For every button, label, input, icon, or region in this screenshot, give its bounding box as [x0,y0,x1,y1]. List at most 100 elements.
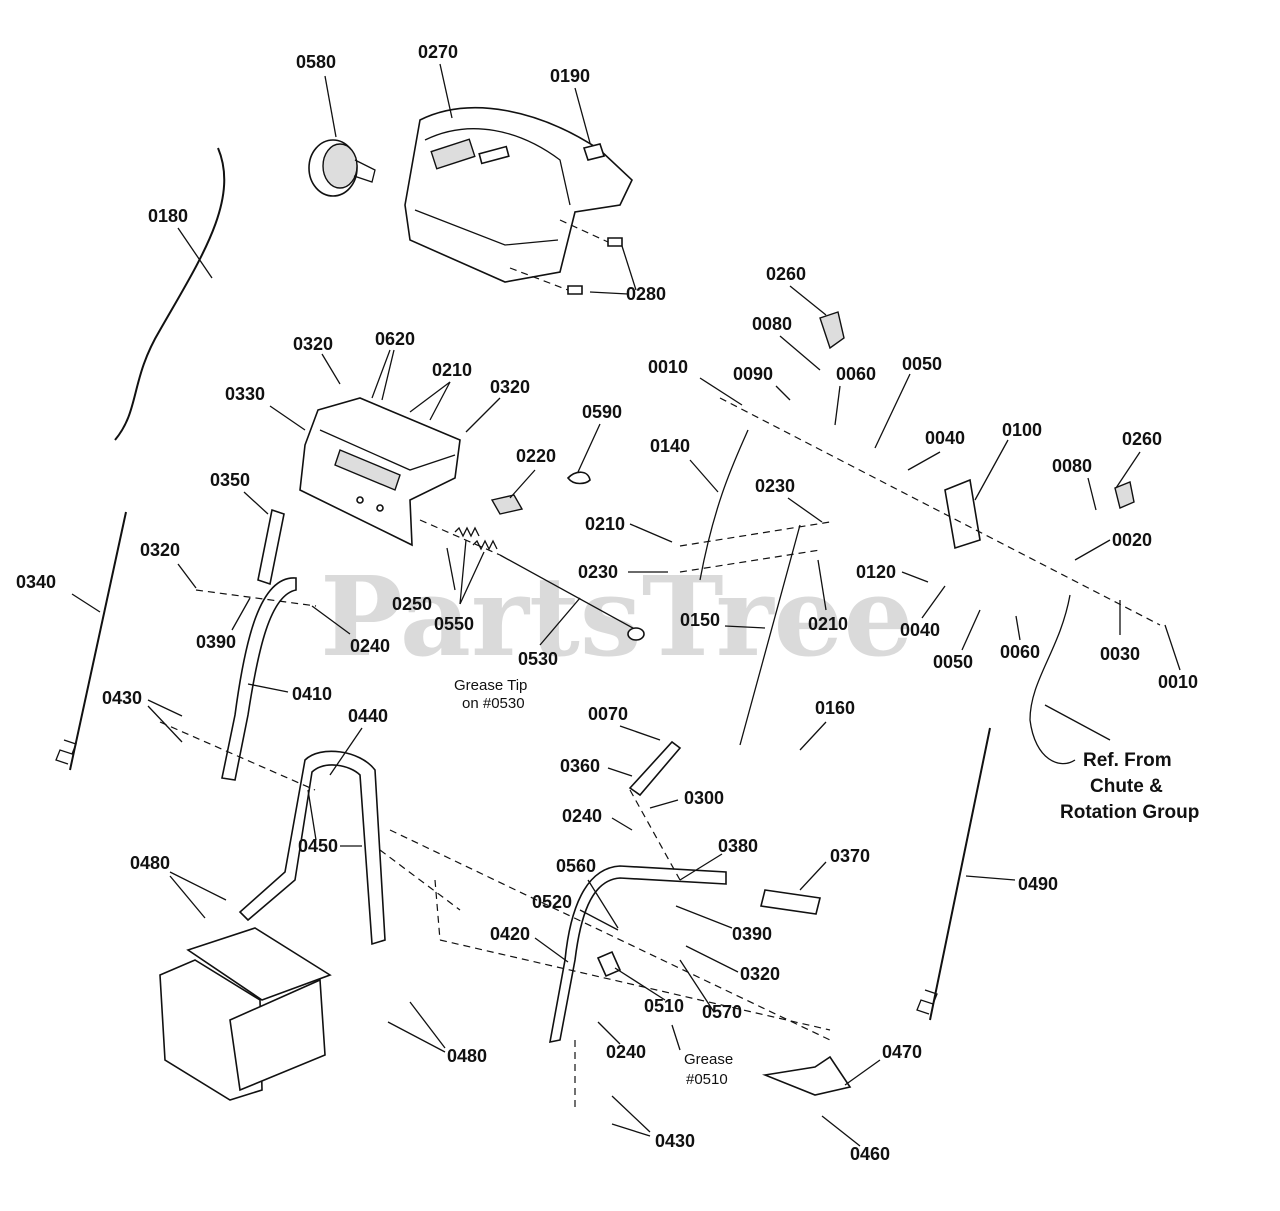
callout-0590: 0590 [582,402,622,422]
axis-upper-right [719,397,1161,626]
callout-0090: 0090 [733,364,773,384]
callout-0430-lower: 0430 [655,1131,695,1151]
callout-0620: 0620 [375,329,415,349]
callout-0160: 0160 [815,698,855,718]
part-lower-handle [238,750,386,946]
callout-0370: 0370 [830,846,870,866]
part-springs [454,526,498,551]
callout-0250: 0250 [392,594,432,614]
callout-0010-right: 0010 [1158,672,1198,692]
callout-0300: 0300 [684,788,724,808]
part-mounting-plates [159,927,332,1101]
callout-0240-mid: 0240 [562,806,602,826]
part-handle-right [549,865,727,1044]
part-cable-ref [1029,594,1076,765]
callout-0280: 0280 [626,284,666,304]
callout-0140: 0140 [650,436,690,456]
note-ref-1: Ref. From [1083,750,1172,771]
callout-0210-c: 0210 [808,614,848,634]
callout-0380: 0380 [718,836,758,856]
callout-0550: 0550 [434,614,474,634]
part-grip-0370 [760,889,821,915]
callout-0530: 0530 [518,649,558,669]
part-cable-0340 [55,511,127,771]
callout-0340: 0340 [16,572,56,592]
callout-0050-lower: 0050 [933,652,973,672]
part-0510 [596,950,622,978]
callout-0080-right: 0080 [1052,456,1092,476]
notes: Grease Tip on #0530 Grease #0510 Ref. Fr… [454,677,1199,1088]
callout-0450: 0450 [298,836,338,856]
callout-0240-left: 0240 [350,636,390,656]
callout-0490: 0490 [1018,874,1058,894]
callout-0010-upper: 0010 [648,357,688,377]
callout-0100: 0100 [1002,420,1042,440]
part-0470 [762,1055,852,1096]
callout-0210-a: 0210 [432,360,472,380]
callout-0240-lower: 0240 [606,1042,646,1062]
callouts: 0580 0270 0190 0180 0280 0260 0080 0010 … [16,42,1198,1164]
callout-0330: 0330 [225,384,265,404]
callout-0390-right: 0390 [732,924,772,944]
callout-0180: 0180 [148,206,188,226]
callout-0440: 0440 [348,706,388,726]
callout-0230-upper: 0230 [755,476,795,496]
callout-0470: 0470 [882,1042,922,1062]
part-cable-0490 [916,727,991,1021]
callout-0460: 0460 [850,1144,890,1164]
part-screws-0280 [509,219,623,295]
callout-0390-left: 0390 [196,632,236,652]
callout-0320-b: 0320 [490,377,530,397]
callout-0320-a: 0320 [293,334,333,354]
callout-0030: 0030 [1100,644,1140,664]
note-ref-2: Chute & [1090,776,1163,797]
callout-0060-lower: 0060 [1000,642,1040,662]
callout-0230-lower: 0230 [578,562,618,582]
part-lever-0070 [628,740,682,797]
callout-0320-d: 0320 [740,964,780,984]
part-headlight [308,139,376,197]
leader-lines [71,63,1181,1147]
callout-0410: 0410 [292,684,332,704]
callout-0260-upper: 0260 [766,264,806,284]
part-knob-0260b [1114,481,1135,509]
part-0590 [566,471,591,485]
callout-0320-c: 0320 [140,540,180,560]
callout-0350: 0350 [210,470,250,490]
part-grip-0350 [257,508,285,586]
part-rod-0150 [739,524,801,746]
part-shaft [419,519,645,641]
note-grease-2: #0510 [686,1071,728,1088]
callout-0520: 0520 [532,892,572,912]
callout-0420: 0420 [490,924,530,944]
note-grease-tip-2: on #0530 [462,695,525,712]
part-knob-0260a [819,311,845,350]
callout-0360: 0360 [560,756,600,776]
part-bracket-0100 [944,478,981,550]
callout-0070: 0070 [588,704,628,724]
callout-0480-upper: 0480 [130,853,170,873]
callout-0210-b: 0210 [585,514,625,534]
part-cable-0180 [114,147,226,441]
callout-0080-upper: 0080 [752,314,792,334]
part-control-housing [299,397,461,547]
part-handle-left [221,577,297,781]
callout-0040-upper: 0040 [925,428,965,448]
callout-0120: 0120 [856,562,896,582]
callout-0480-lower: 0480 [447,1046,487,1066]
callout-0510: 0510 [644,996,684,1016]
callout-0060-upper: 0060 [836,364,876,384]
assembly-dashed-lines [159,521,831,1110]
callout-0580: 0580 [296,52,336,72]
part-rod-0140 [699,429,749,581]
callout-0270: 0270 [418,42,458,62]
watermark: PartsTree [320,552,914,681]
part-clip [582,143,606,161]
callout-0220: 0220 [516,446,556,466]
callout-0020: 0020 [1112,530,1152,550]
note-grease-1: Grease [684,1051,733,1068]
note-ref-3: Rotation Group [1060,802,1199,823]
note-grease-tip-1: Grease Tip [454,677,527,694]
callout-0190: 0190 [550,66,590,86]
